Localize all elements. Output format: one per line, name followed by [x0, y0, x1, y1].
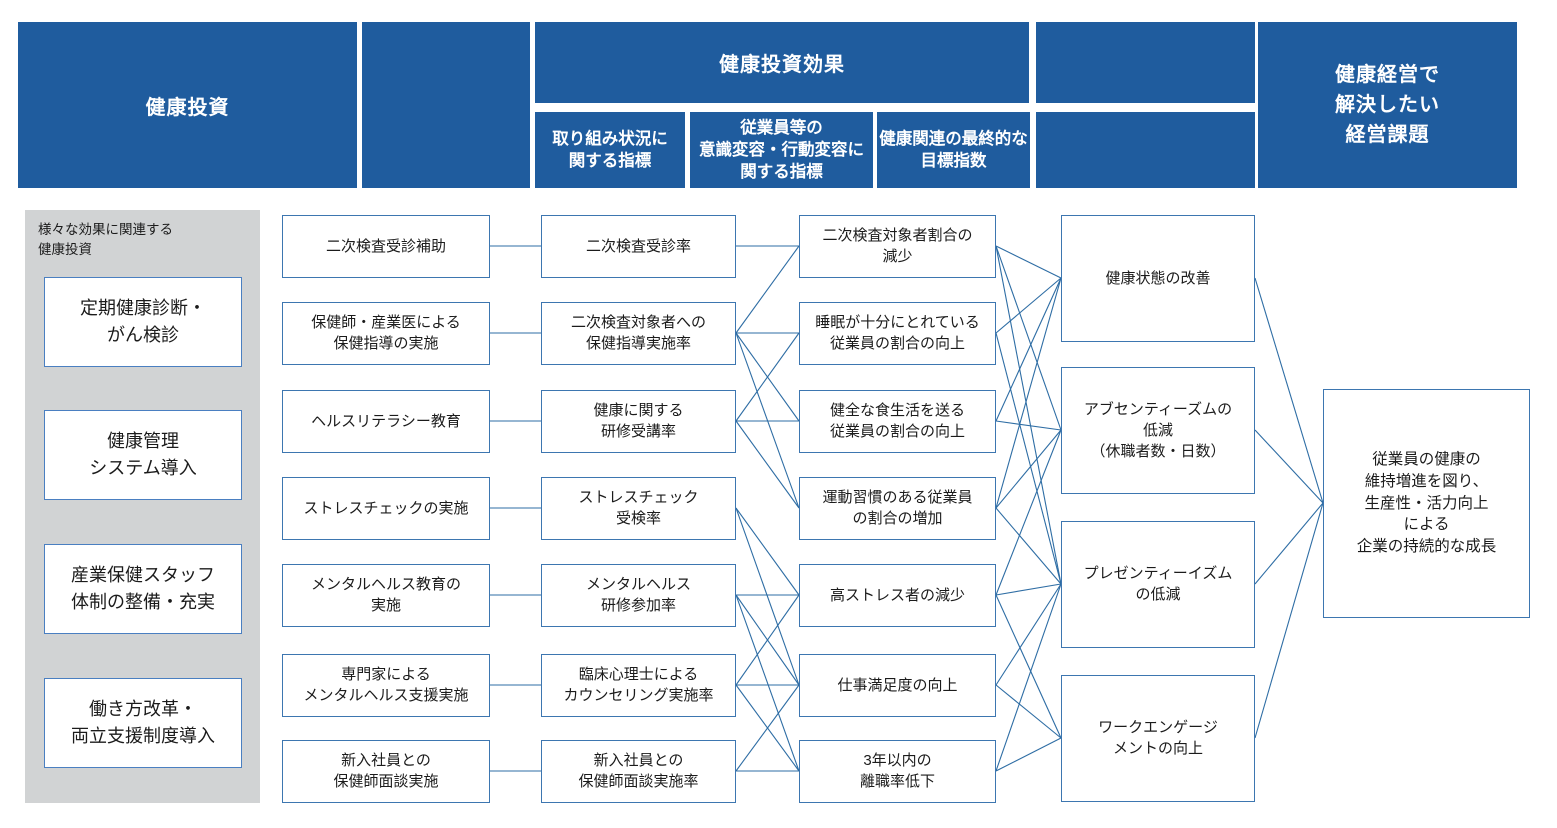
header-sub-behavior-indicators: 従業員等の 意識変容・行動変容に 関する指標: [690, 112, 873, 188]
connector-line: [995, 277, 1062, 334]
connector-line: [735, 245, 800, 334]
panel-note: 様々な効果に関連する 健康投資: [38, 222, 173, 257]
connector-line: [735, 684, 800, 772]
connector-line: [995, 737, 1062, 772]
process-indicators-node: 二次検査受診率: [541, 214, 736, 278]
connector-line: [1254, 277, 1324, 504]
header-effect-spacer-bottom: [1036, 112, 1255, 188]
connector-line: [995, 429, 1062, 596]
connector-line: [995, 245, 1062, 279]
goal-node: 従業員の健康の 維持増進を図り、 生産性・活力向上 による 企業の持続的な成長: [1323, 389, 1530, 618]
connector-line: [1254, 429, 1324, 504]
header-sub-process-indicators: 取り組み状況に 関する指標: [535, 112, 685, 188]
connector-line: [735, 507, 800, 596]
behavior-indicators-node: 3年以内の 離職率低下: [799, 739, 996, 803]
connector-line: [735, 420, 800, 509]
behavior-indicators-node: 仕事満足度の向上: [799, 653, 996, 717]
header-effect-spacer-top: [1036, 22, 1255, 103]
header-effect: 健康投資効果: [535, 22, 1029, 103]
investment-category-node: 働き方改革・ 両立支援制度導入: [44, 678, 242, 768]
investment-category-node: 健康管理 システム導入: [44, 410, 242, 500]
behavior-indicators-node: 睡眠が十分にとれている 従業員の割合の向上: [799, 301, 996, 365]
investments-node: 新入社員との 保健師面談実施: [282, 739, 490, 803]
connector-line: [735, 594, 800, 686]
behavior-indicators-node: 二次検査対象者割合の 減少: [799, 214, 996, 278]
process-indicators-node: 新入社員との 保健師面談実施率: [541, 739, 736, 803]
behavior-indicators-node: 高ストレス者の減少: [799, 563, 996, 627]
connector-line: [995, 507, 1062, 585]
target-indicators-node: 健康状態の改善: [1061, 214, 1255, 342]
connector-line: [995, 684, 1062, 739]
connector-line: [735, 332, 800, 422]
investment-category-node: 産業保健スタッフ 体制の整備・充実: [44, 544, 242, 634]
connector-line: [995, 420, 1062, 431]
process-indicators-node: 臨床心理士による カウンセリング実施率: [541, 653, 736, 717]
connector-line: [735, 594, 800, 772]
connector-line: [995, 245, 1062, 585]
connector-line: [735, 507, 800, 686]
behavior-indicators-node: 運動習慣のある従業員 の割合の増加: [799, 476, 996, 540]
header-sub-target-indicators: 健康関連の最終的な 目標指数: [877, 112, 1030, 188]
investments-node: 専門家による メンタルヘルス支援実施: [282, 653, 490, 717]
investments-node: 保健師・産業医による 保健指導の実施: [282, 301, 490, 365]
connector-line: [995, 583, 1062, 596]
connector-line: [1254, 502, 1324, 739]
investments-node: 二次検査受診補助: [282, 214, 490, 278]
connector-line: [995, 583, 1062, 686]
process-indicators-node: メンタルヘルス 研修参加率: [541, 563, 736, 627]
connector-line: [995, 594, 1062, 739]
target-indicators-node: アブセンティーズムの 低減 （休職者数・日数）: [1061, 366, 1255, 494]
connector-line: [1254, 502, 1324, 585]
investments-node: ストレスチェックの実施: [282, 476, 490, 540]
connector-line: [995, 277, 1062, 422]
connector-line: [995, 245, 1062, 431]
investments-node: メンタルヘルス教育の 実施: [282, 563, 490, 627]
connector-line: [995, 332, 1062, 585]
investment-category-node: 定期健康診断・ がん検診: [44, 277, 242, 367]
header-management-issue: 健康経営で 解決したい 経営課題: [1258, 22, 1517, 188]
process-indicators-node: ストレスチェック 受検率: [541, 476, 736, 540]
process-indicators-node: 二次検査対象者への 保健指導実施率: [541, 301, 736, 365]
target-indicators-node: ワークエンゲージ メントの向上: [1061, 674, 1255, 802]
target-indicators-node: プレゼンティーイズム の低減: [1061, 520, 1255, 648]
header-investment: 健康投資: [18, 22, 357, 188]
connector-line: [995, 583, 1062, 772]
investments-node: ヘルスリテラシー教育: [282, 389, 490, 453]
connector-line: [995, 277, 1062, 509]
connector-line: [995, 429, 1062, 509]
header-investment-spacer: [362, 22, 530, 188]
process-indicators-node: 健康に関する 研修受講率: [541, 389, 736, 453]
behavior-indicators-node: 健全な食生活を送る 従業員の割合の向上: [799, 389, 996, 453]
